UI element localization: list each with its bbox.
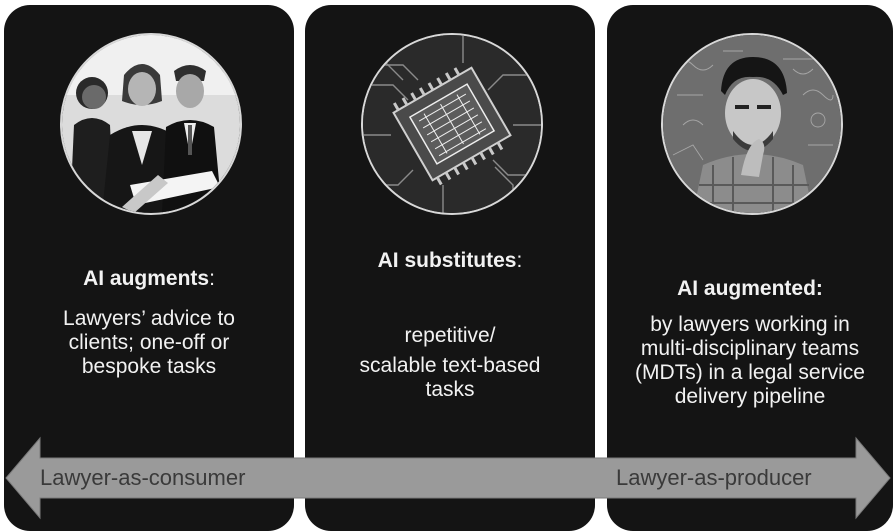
panel-body-line: scalable text-based — [359, 354, 541, 377]
panel-body-line: repetitive/ — [404, 324, 496, 347]
panel-body-line: by lawyers working in — [650, 313, 850, 336]
thinking-man-photo — [661, 33, 843, 215]
microchip-photo — [361, 33, 543, 215]
panel-heading: AI substitutes: — [377, 249, 523, 272]
panel-body-line: Lawyers’ advice to — [63, 307, 235, 330]
panel-heading: AI augments: — [83, 267, 215, 290]
panel-ai-augmented: AI augmented: by lawyers working in mult… — [607, 5, 893, 531]
panel-body-line: bespoke tasks — [81, 355, 217, 378]
panel-body-line: tasks — [425, 378, 475, 401]
lawyer-as-consumer-label: Lawyer-as-consumer — [40, 465, 246, 490]
panel-body-line: delivery pipeline — [674, 385, 826, 408]
panel-heading: AI augmented: — [677, 277, 823, 300]
panel-body-line: clients; one-off or — [68, 331, 230, 354]
lawyer-as-producer-label: Lawyer-as-producer — [616, 465, 812, 490]
panel-ai-augments: AI augments: Lawyers’ advice to clients;… — [4, 5, 294, 531]
panel-body-line: (MDTs) in a legal service — [635, 361, 865, 384]
lawyers-group-photo — [60, 33, 242, 215]
panel-ai-substitutes: AI substitutes: repetitive/ scalable tex… — [305, 5, 595, 531]
panel-body-line: multi-disciplinary teams — [640, 337, 860, 360]
